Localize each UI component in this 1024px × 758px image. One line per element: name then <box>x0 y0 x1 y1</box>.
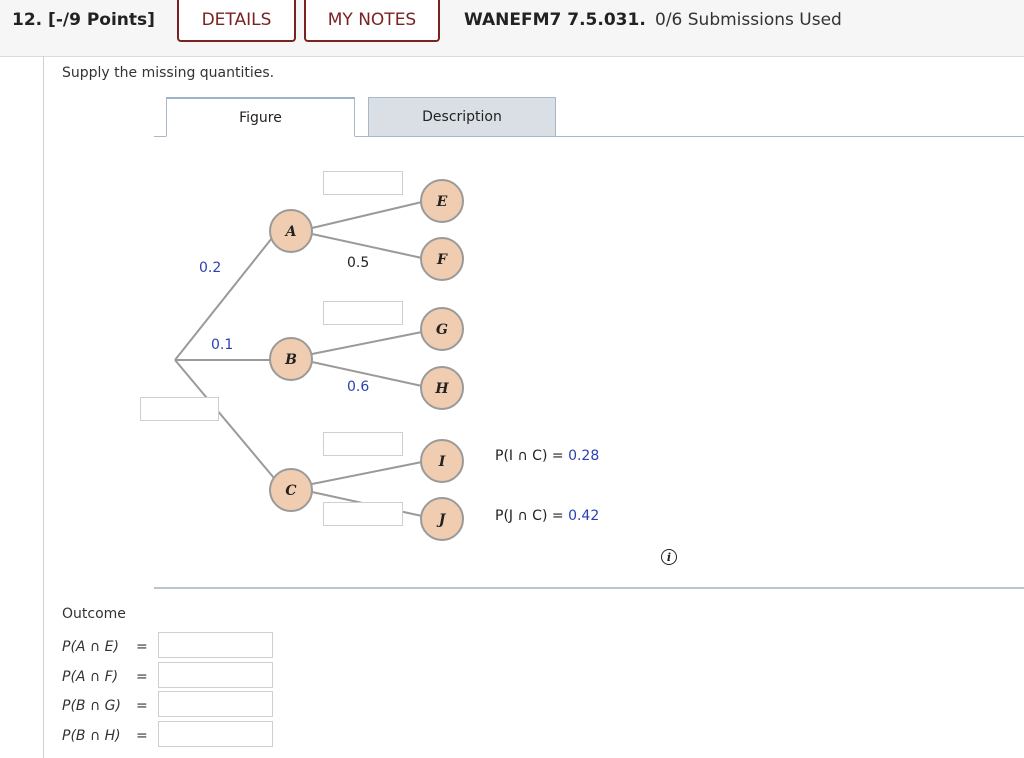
outcome-label-a-f: P(A ∩ F) <box>62 669 119 685</box>
c-j-prob-input[interactable] <box>323 502 403 526</box>
branch-b-g <box>311 331 423 355</box>
joint-i-c-value: 0.28 <box>568 448 600 464</box>
details-button[interactable]: DETAILS <box>177 0 296 42</box>
branch-b-h <box>311 361 423 387</box>
node-f-label: F <box>436 252 448 268</box>
outcome-input-b-h[interactable] <box>158 721 273 747</box>
outcome-eq-a-f: = <box>136 669 148 685</box>
node-e-label: E <box>436 194 448 210</box>
prob-root-a: 0.2 <box>199 260 221 276</box>
my-notes-button[interactable]: MY NOTES <box>304 0 440 42</box>
node-a-label: A <box>284 224 297 240</box>
node-h <box>420 366 464 410</box>
node-j <box>420 497 464 541</box>
figure-bottom-rule <box>154 587 1024 589</box>
prob-root-b: 0.1 <box>211 337 233 353</box>
node-f <box>420 237 464 281</box>
node-c <box>269 468 313 512</box>
node-c-label: C <box>285 483 296 499</box>
b-g-prob-input[interactable] <box>323 301 403 325</box>
node-e <box>420 179 464 223</box>
problem-code: WANEFM7 7.5.031. <box>464 10 646 30</box>
prob-b-h: 0.6 <box>347 379 369 395</box>
question-number-text: 12. <box>12 10 43 30</box>
branch-c-i <box>311 461 423 485</box>
branch-root-a <box>174 237 273 361</box>
joint-i-c-label: P(I ∩ C) = <box>495 448 569 464</box>
left-rule <box>43 56 44 758</box>
node-a <box>269 209 313 253</box>
submissions-count: 0/6 Submissions Used <box>655 10 842 30</box>
branch-a-f <box>311 233 423 259</box>
branch-a-e <box>311 201 423 229</box>
node-g <box>420 307 464 351</box>
outcome-eq-a-e: = <box>136 639 148 655</box>
points-text: [-/9 Points] <box>48 10 155 30</box>
node-i <box>420 439 464 483</box>
c-i-prob-input[interactable] <box>323 432 403 456</box>
node-g-label: G <box>436 322 448 338</box>
joint-i-c: P(I ∩ C) = 0.28 <box>495 448 599 464</box>
question-number: 12. [-/9 Points] <box>12 10 155 30</box>
tab-figure[interactable]: Figure <box>166 97 355 137</box>
tab-baseline-left <box>154 136 167 137</box>
outcome-label-a-e: P(A ∩ E) <box>62 639 119 655</box>
node-b <box>269 337 313 381</box>
tree-nodes <box>269 179 464 541</box>
root-c-prob-input[interactable] <box>140 397 219 421</box>
outcome-input-b-g[interactable] <box>158 691 273 717</box>
joint-j-c: P(J ∩ C) = 0.42 <box>495 508 599 524</box>
instructions-text: Supply the missing quantities. <box>62 65 275 81</box>
node-b-label: B <box>284 352 297 368</box>
outcome-label-b-h: P(B ∩ H) <box>62 728 121 744</box>
tab-baseline-right <box>355 136 1024 137</box>
outcome-eq-b-h: = <box>136 728 148 744</box>
question-header: 12. [-/9 Points] DETAILS MY NOTES WANEFM… <box>0 0 1024 57</box>
node-i-label: I <box>438 454 446 470</box>
joint-j-c-value: 0.42 <box>568 508 600 524</box>
node-j-label: J <box>436 512 447 528</box>
node-h-label: H <box>434 381 449 397</box>
outcome-heading: Outcome <box>62 606 126 622</box>
a-e-prob-input[interactable] <box>323 171 403 195</box>
tab-description[interactable]: Description <box>368 97 556 137</box>
branch-root-c <box>174 359 275 479</box>
outcome-input-a-f[interactable] <box>158 662 273 688</box>
outcome-eq-b-g: = <box>136 698 148 714</box>
prob-a-f: 0.5 <box>347 255 369 271</box>
outcome-label-b-g: P(B ∩ G) <box>62 698 121 714</box>
info-icon[interactable]: i <box>661 549 677 565</box>
joint-j-c-label: P(J ∩ C) = <box>495 508 569 524</box>
outcome-input-a-e[interactable] <box>158 632 273 658</box>
